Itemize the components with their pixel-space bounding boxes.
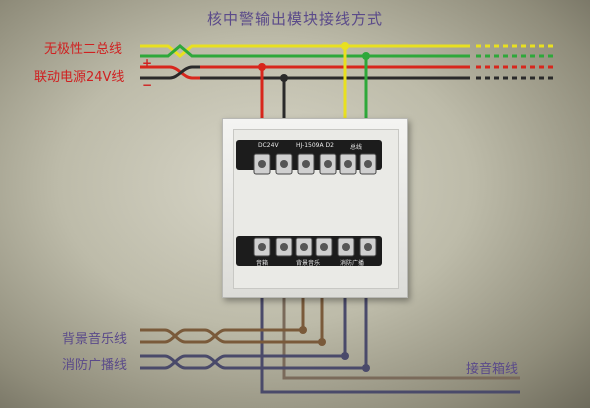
top-terminals xyxy=(253,153,377,175)
speaker-box-label: 接音箱线 xyxy=(466,362,519,377)
bus-lines xyxy=(140,44,556,58)
top-label-model: HJ-1509A D2 xyxy=(296,142,334,149)
bg-music-line xyxy=(140,326,326,346)
fire-broadcast-line xyxy=(140,352,370,372)
minus-sign: − xyxy=(142,78,153,92)
top-label-dc24v: DC24V xyxy=(258,142,279,149)
bottom-terminals xyxy=(253,237,377,257)
power-lines xyxy=(140,65,556,80)
top-label-bus: 总线 xyxy=(350,144,363,151)
bottom-label-music: 背景音乐 xyxy=(296,260,321,267)
fire-broadcast-label: 消防广播线 xyxy=(62,358,128,373)
power-label: 联动电源24V线 xyxy=(34,70,125,85)
bg-music-label: 背景音乐线 xyxy=(62,332,128,347)
diagram-title: 核中警输出模块接线方式 xyxy=(206,10,383,28)
bottom-label-speaker: 音箱 xyxy=(256,260,269,267)
bottom-label-fire: 消防广播 xyxy=(340,260,365,267)
bus-label: 无极性二总线 xyxy=(44,42,123,57)
plus-sign: + xyxy=(142,56,153,70)
